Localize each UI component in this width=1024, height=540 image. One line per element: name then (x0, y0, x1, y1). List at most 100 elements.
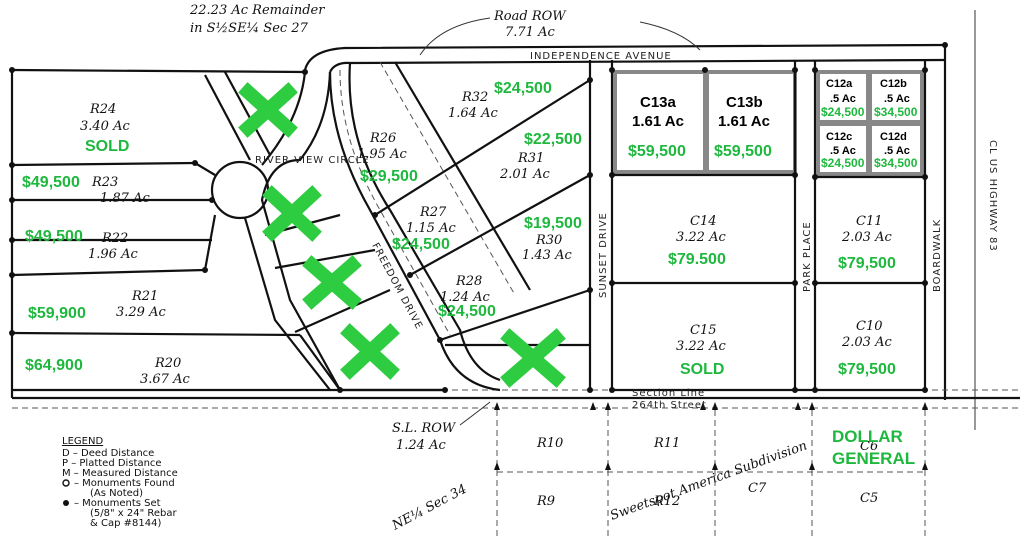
lot-c13b-acres: 1.61 Ac (718, 113, 770, 130)
remainder-label: 22.23 Ac Remainder (189, 3, 325, 18)
sl-row-acres: 1.24 Ac (396, 438, 446, 453)
lot-c15-acres: 3.22 Ac (676, 339, 726, 354)
lot-c11-price: $79,500 (838, 255, 896, 272)
dollar-general-line2: GENERAL (832, 449, 915, 468)
road-row-label: Road ROW (493, 9, 567, 24)
legend-item: D – Deed Distance (62, 448, 154, 459)
road-row-acres: 7.71 Ac (505, 25, 555, 40)
lot-c12c-acres: .5 Ac (830, 145, 856, 157)
lot-c12d-acres: .5 Ac (884, 145, 910, 157)
legend-item: – Monuments Found (74, 478, 175, 489)
legend-item: – Monuments Set (74, 498, 161, 509)
legend: LEGEND D – Deed Distance P – Platted Dis… (62, 436, 178, 529)
legend-item: (5/8" x 24" Rebar (90, 508, 178, 519)
lot-c12a-name: C12a (826, 78, 853, 90)
lot-c11-acres: 2.03 Ac (841, 230, 892, 245)
lot-r21-name: R21 (131, 289, 158, 304)
lot-r31-acres: 2.01 Ac (499, 167, 550, 182)
lot-r30-price: $19,500 (524, 215, 582, 232)
lot-c10-acres: 2.03 Ac (841, 335, 892, 350)
monument-markers (9, 42, 948, 393)
lot-r10-label: R10 (536, 436, 563, 451)
lot-c12d-price: $34,500 (874, 156, 918, 170)
lot-r11-label: R11 (653, 436, 680, 451)
river-view-circle-label: RIVER VIEW CIRCLE (255, 155, 370, 166)
lot-r26-price: $29,500 (360, 168, 418, 185)
monument-set-icon (63, 500, 69, 506)
independence-avenue-label: INDEPENDENCE AVENUE (530, 51, 672, 62)
lot-c12a-acres: .5 Ac (830, 93, 856, 105)
freedom-drive-west (328, 71, 501, 392)
lot-r31-price: $22,500 (524, 131, 582, 148)
lot-r22-acres: 1.96 Ac (88, 247, 138, 262)
lot-r31-name: R31 (517, 151, 544, 166)
lot-c6-label: C6 (860, 439, 878, 454)
lot-r22-name: R22 (101, 231, 128, 246)
sunset-drive-label: SUNSET DRIVE (598, 212, 609, 298)
north-boundary (11, 68, 306, 74)
sold-x-icon (238, 82, 298, 138)
lot-r32-name: R32 (461, 90, 488, 105)
lot-r28-name: R28 (455, 274, 482, 289)
lot-r27-name: R27 (419, 205, 447, 220)
legend-item: P – Platted Distance (62, 458, 162, 469)
freedom-drive-east (348, 62, 501, 382)
ne-sec-label: NE¼ Sec 34 (389, 482, 469, 534)
street-264-label: 264th Street (632, 400, 707, 411)
lot-c13a-acres: 1.61 Ac (632, 113, 684, 130)
lot-c13b-price: $59,500 (714, 143, 772, 160)
lot-c13a-name: C13a (640, 94, 677, 111)
lot-r32-acres: 1.64 Ac (448, 106, 498, 121)
lot-r27-acres: 1.15 Ac (406, 221, 456, 236)
lot-r23-name: R23 (91, 175, 118, 190)
lot-c12c-name: C12c (826, 131, 852, 143)
lot-c14-name: C14 (690, 214, 717, 229)
lot-c15-status: SOLD (680, 361, 724, 378)
subdivision-label: Sweetspot America Subdivision (608, 438, 809, 523)
lot-r21-acres: 3.29 Ac (116, 305, 166, 320)
lot-r24-status: SOLD (85, 138, 129, 155)
lot-r20-acres: 3.67 Ac (140, 372, 190, 387)
legend-item: (As Noted) (90, 488, 143, 499)
lot-r27-price: $24,500 (392, 236, 450, 253)
lot-c12b-price: $34,500 (874, 105, 918, 119)
sold-x-icon (262, 185, 322, 242)
monument-found-icon (62, 479, 70, 487)
lot-r23-price: $49,500 (22, 174, 80, 191)
lot-c5-label: C5 (860, 491, 878, 506)
legend-item: & Cap #8144) (90, 518, 161, 529)
sl-row-label: S.L. ROW (392, 421, 457, 436)
lot-c10-price: $79,500 (838, 361, 896, 378)
lot-c7-label: C7 (748, 481, 767, 496)
lot-c13a-price: $59,500 (628, 143, 686, 160)
lot-c11-name: C11 (856, 214, 883, 229)
lot-r20-name: R20 (154, 356, 181, 371)
legend-item: M – Measured Distance (62, 468, 178, 479)
section-triangles (494, 402, 928, 470)
lot-r12-label: R12 (653, 494, 680, 509)
lot-r26-acres: 1.95 Ac (357, 147, 407, 162)
sold-x-icon (340, 323, 400, 380)
sold-x-icon (302, 255, 362, 310)
highway-label: CL US HIGHWAY 83 (987, 140, 998, 252)
lot-r21-price: $59,900 (28, 305, 86, 322)
park-place-label: PARK PLACE (802, 221, 813, 292)
lot-c12b-acres: .5 Ac (884, 93, 910, 105)
river-view-cul-de-sac (210, 160, 270, 220)
lot-r26-name: R26 (369, 131, 396, 146)
remainder-location: in S½SE¼ Sec 27 (190, 21, 309, 36)
lot-r28-acres: 1.24 Ac (440, 290, 490, 305)
lot-c12b-name: C12b (880, 78, 907, 90)
independence-avenue-south-line (329, 58, 946, 73)
lot-r28-price: $24,500 (438, 303, 496, 320)
lot-c14-price: $79.500 (668, 251, 726, 268)
lot-c12d-name: C12d (880, 131, 907, 143)
lot-c15-name: C15 (690, 323, 717, 338)
section-line-label: Section Line (632, 388, 705, 399)
lot-r32-price: $24,500 (494, 80, 552, 97)
lot-c13b-name: C13b (726, 94, 763, 111)
lot-r24-acres: 3.40 Ac (80, 119, 130, 134)
lot-r22-price: $49,500 (25, 228, 83, 245)
sold-x-icon (500, 328, 566, 388)
